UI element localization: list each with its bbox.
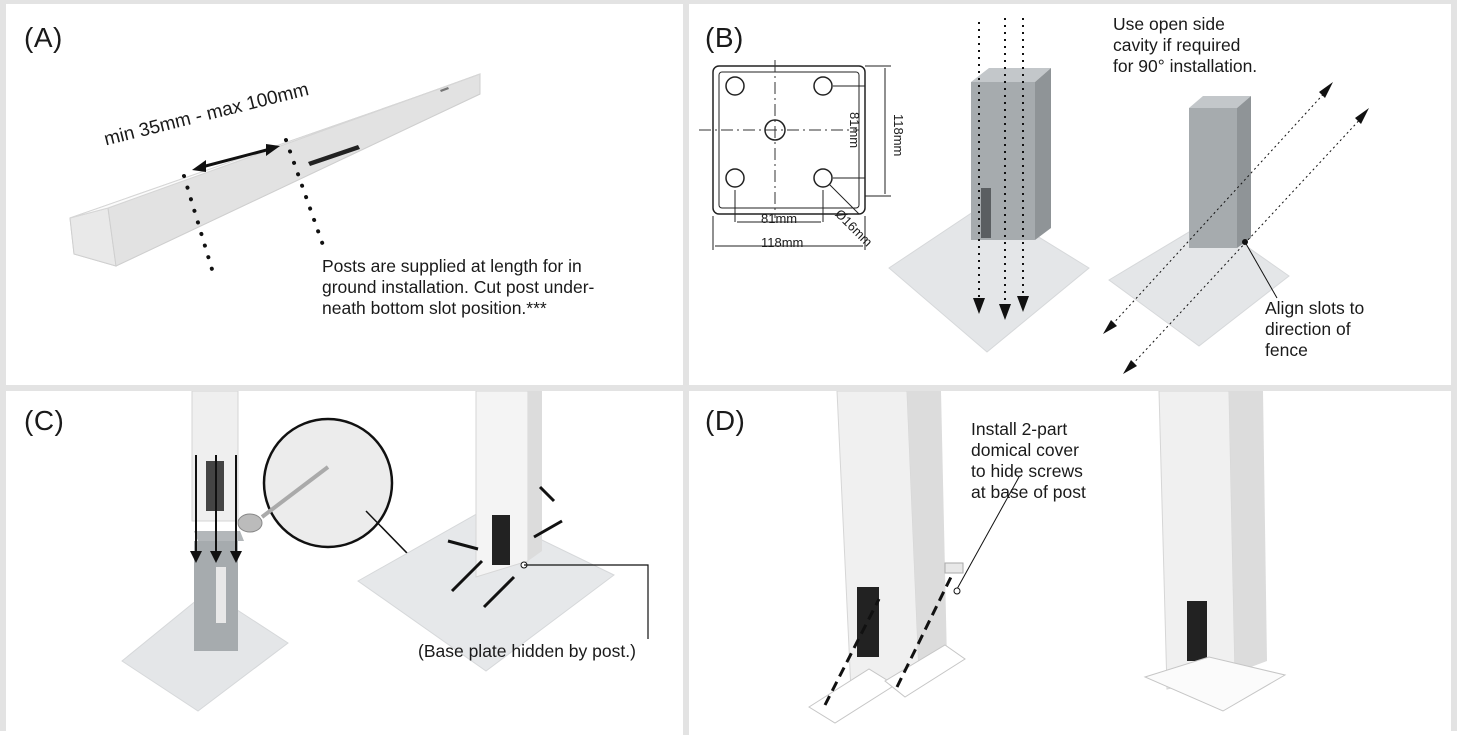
panel-a: min 35mm - max 100mm (A) Posts are suppl… xyxy=(12,8,683,385)
post-fitting-illustration xyxy=(121,391,649,712)
dim-118-vertical: 118mm xyxy=(891,114,906,157)
open-side-note: Use open side cavity if required for 90°… xyxy=(1113,14,1258,76)
cover-installation-illustration xyxy=(808,391,1287,724)
panel-b: (B) 81mm 118mm 81mm 118mm Ø16mm Use open… xyxy=(689,8,1457,385)
panel-b-label: (B) xyxy=(705,22,744,53)
horizontal-divider xyxy=(6,385,1457,391)
dim-81-vertical: 81mm xyxy=(847,112,862,149)
dim-81-horizontal: 81mm xyxy=(761,211,798,226)
panel-a-label: (A) xyxy=(24,22,63,53)
cut-note: Posts are supplied at length for in grou… xyxy=(322,256,595,318)
dim-118-horizontal: 118mm xyxy=(761,235,804,250)
panel-c: (C) (Base plate hidden by post.) xyxy=(12,391,683,735)
panel-c-label: (C) xyxy=(24,405,65,436)
panel-d: (D) Install 2-part domical cover to hide… xyxy=(689,391,1457,735)
panel-d-label: (D) xyxy=(705,405,746,436)
base-plate-diagram xyxy=(699,18,1369,374)
align-slots-note: Align slots to direction of fence xyxy=(1265,298,1365,360)
vertical-divider xyxy=(683,4,689,735)
hidden-plate-note: (Base plate hidden by post.) xyxy=(418,641,636,661)
post-cut-illustration xyxy=(69,73,481,278)
cover-note: Install 2-part domical cover to hide scr… xyxy=(971,419,1086,502)
